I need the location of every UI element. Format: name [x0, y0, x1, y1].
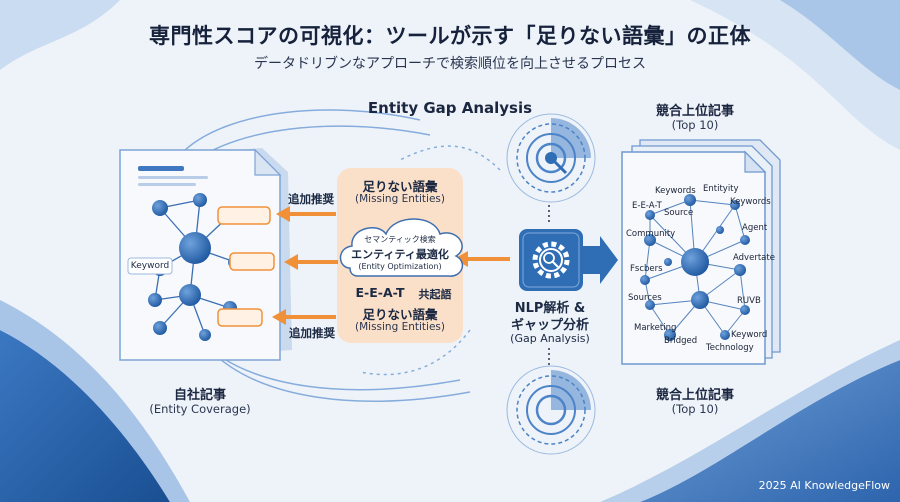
flow-arcs	[184, 109, 501, 402]
missing-slots	[217, 206, 275, 327]
missing-entities-bottom-label: 足りない語彙	[362, 307, 438, 322]
competitor-term: Entityity	[703, 184, 739, 194]
competitor-bottom-label: 競合上位記事	[655, 388, 734, 403]
wave-bottom-right-light	[600, 340, 900, 502]
wave-top-right-2	[780, 0, 900, 90]
wave-bottom-right	[640, 360, 900, 502]
own-article-document	[119, 148, 292, 361]
competitor-term: Source	[664, 208, 694, 218]
competitor-graph-nodes	[640, 194, 750, 341]
add-recommendation-bottom: 追加推奨	[289, 326, 335, 340]
competitor-term: Keywords	[655, 186, 696, 196]
missing-entities-top-sublabel: (Missing Entities)	[355, 193, 445, 205]
competitor-term: Agent	[742, 223, 768, 233]
competitor-top-sublabel: (Top 10)	[671, 118, 719, 132]
cloud-line1: セマンティック検索	[364, 235, 436, 244]
competitor-term: Fscbers	[630, 264, 663, 274]
competitor-term: Keywords	[730, 197, 771, 207]
cloud-shape	[339, 218, 464, 277]
gear-search-icon	[519, 229, 583, 291]
add-recommendation-top: 追加推奨	[288, 192, 334, 206]
own-article-label: 自社記事	[173, 388, 226, 403]
competitor-term: Bridged	[664, 336, 698, 346]
missing-entities-top-label: 足りない語彙	[362, 179, 438, 194]
competitor-term: E-E-A-T	[632, 201, 662, 211]
competitor-term: Sources	[628, 293, 662, 303]
center-heading: Entity Gap Analysis	[367, 99, 533, 117]
own-article-sublabel: (Entity Coverage)	[149, 402, 251, 416]
competitor-term: Keyword	[731, 330, 768, 340]
nlp-line3: (Gap Analysis)	[510, 332, 590, 345]
cloud-line2: エンティティ最適化	[351, 248, 449, 261]
competitor-bottom-sublabel: (Top 10)	[671, 402, 719, 416]
footer-credit: 2025 AI KnowledgeFlow	[758, 479, 890, 492]
radar-icon	[506, 113, 596, 225]
nlp-line1: NLP解析 &	[514, 301, 586, 316]
cloud-line3: (Entity Optimization)	[358, 262, 442, 271]
nlp-line2: ギャップ分析	[510, 318, 589, 333]
competitor-term: Marketing	[634, 323, 677, 333]
page-title: 専門性スコアの可視化：ツールが示す「足りない語彙」の正体	[149, 24, 751, 48]
eeat-label: E-E-A-T	[355, 285, 405, 300]
keyword-tag-label: Keyword	[130, 261, 170, 271]
radar-bottom-icon	[506, 348, 596, 455]
competitor-term: Advertate	[733, 253, 775, 263]
wave-top-left	[0, 0, 120, 70]
missing-entities-bottom-sublabel: (Missing Entities)	[355, 321, 445, 333]
competitor-term: Technology	[706, 343, 754, 353]
competitor-term: Community	[626, 229, 676, 239]
competitor-top-label: 競合上位記事	[655, 104, 734, 119]
competitor-documents	[621, 139, 781, 365]
page-subtitle: データドリブンなアプローチで検索順位を向上させるプロセス	[254, 56, 646, 72]
recommend-arrows	[272, 206, 510, 325]
cooccurrence-label: 共起語	[418, 288, 452, 301]
keyword-tag	[127, 257, 173, 275]
wave-bottom-left-light	[0, 300, 190, 502]
competitor-term: RUVB	[737, 296, 761, 306]
wave-bottom-left	[0, 330, 170, 502]
arrow-right-icon	[583, 236, 618, 284]
